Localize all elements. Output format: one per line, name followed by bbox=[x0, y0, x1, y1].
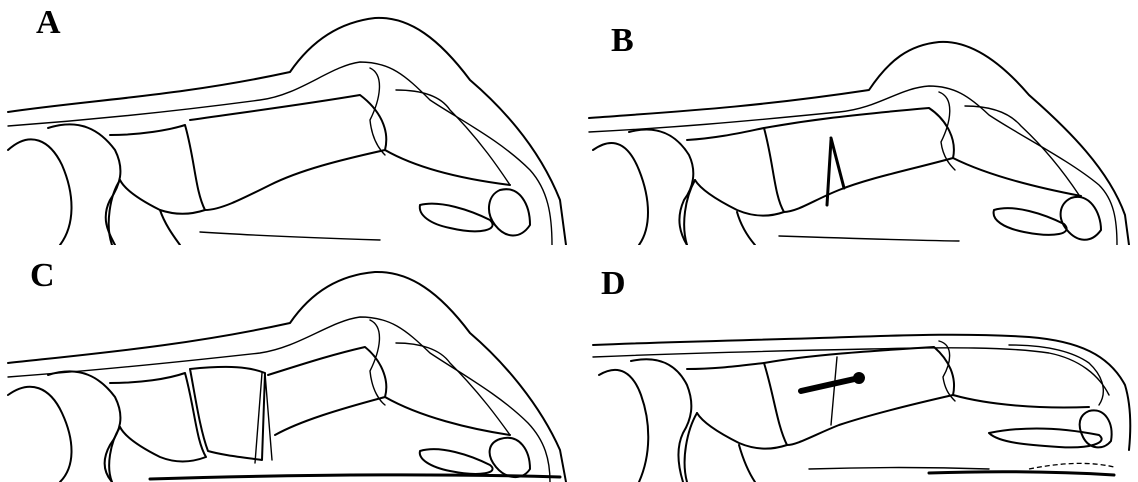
panel-label: A bbox=[36, 6, 61, 40]
panel-b: B bbox=[569, 0, 1138, 245]
panel-a: A bbox=[0, 0, 569, 245]
panel-label: D bbox=[601, 267, 626, 301]
panel-c: C bbox=[0, 245, 569, 482]
foot-outline-drawing-a bbox=[0, 0, 569, 245]
panel-label: B bbox=[611, 24, 634, 58]
foot-outline-drawing-b bbox=[569, 0, 1138, 245]
foot-outline-drawing-d bbox=[569, 245, 1138, 482]
panel-label: C bbox=[30, 259, 55, 293]
foot-outline-drawing-c bbox=[0, 245, 569, 482]
panel-d: D bbox=[569, 245, 1138, 482]
